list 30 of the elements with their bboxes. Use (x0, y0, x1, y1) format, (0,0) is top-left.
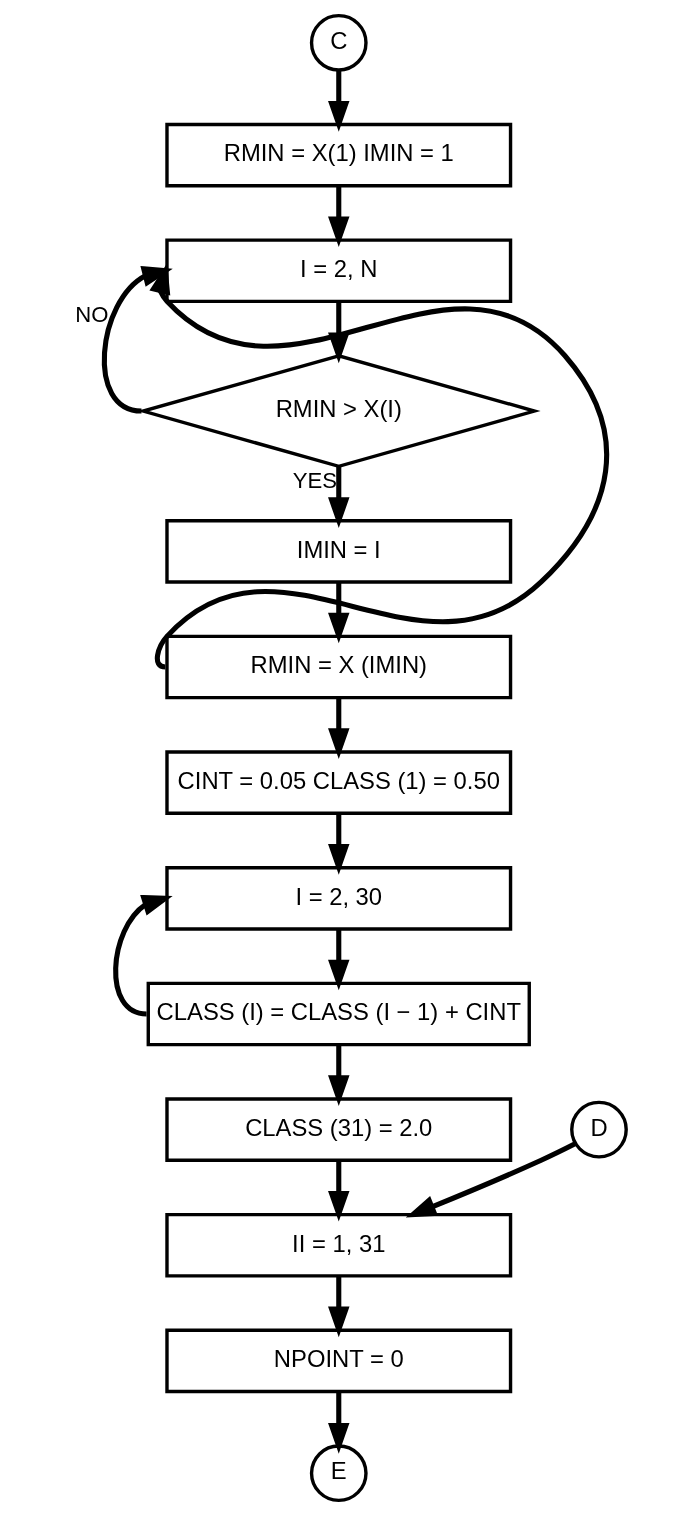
node-box: RMIN = X (IMIN) (164, 634, 512, 700)
arrow (405, 1141, 577, 1218)
arrow (327, 1391, 349, 1454)
arrow (327, 466, 349, 529)
arrow (327, 1045, 349, 1106)
node-box: RMIN = X(1) IMIN = 1 (164, 122, 512, 188)
edge-label: YES (292, 467, 337, 493)
node-box: CINT = 0.05 CLASS (1) = 0.50 (164, 750, 512, 815)
arrow (327, 929, 349, 991)
node-box: CLASS (I) = CLASS (I − 1) + CINT (146, 981, 531, 1047)
node-box: II = 1, 31 (164, 1212, 512, 1278)
arrow (327, 70, 349, 132)
arrow (327, 186, 349, 248)
node-box: IMIN = I (164, 519, 512, 584)
node-box: NPOINT = 0 (164, 1328, 512, 1394)
arrow (148, 263, 609, 669)
node-box: CLASS (31) = 2.0 (164, 1097, 512, 1162)
node-box: I = 2, N (164, 238, 512, 304)
arrow (327, 1276, 349, 1338)
arrow (112, 894, 173, 1017)
arrow (327, 698, 349, 759)
arrow (101, 265, 173, 414)
arrow (327, 813, 349, 875)
arrow (327, 582, 349, 644)
edge-label: NO (74, 301, 108, 327)
arrow (327, 1160, 349, 1222)
node-box: I = 2, 30 (164, 866, 512, 931)
node-circle: D (569, 1100, 628, 1159)
node-circle: C (309, 13, 368, 72)
node-circle: E (309, 1444, 368, 1503)
